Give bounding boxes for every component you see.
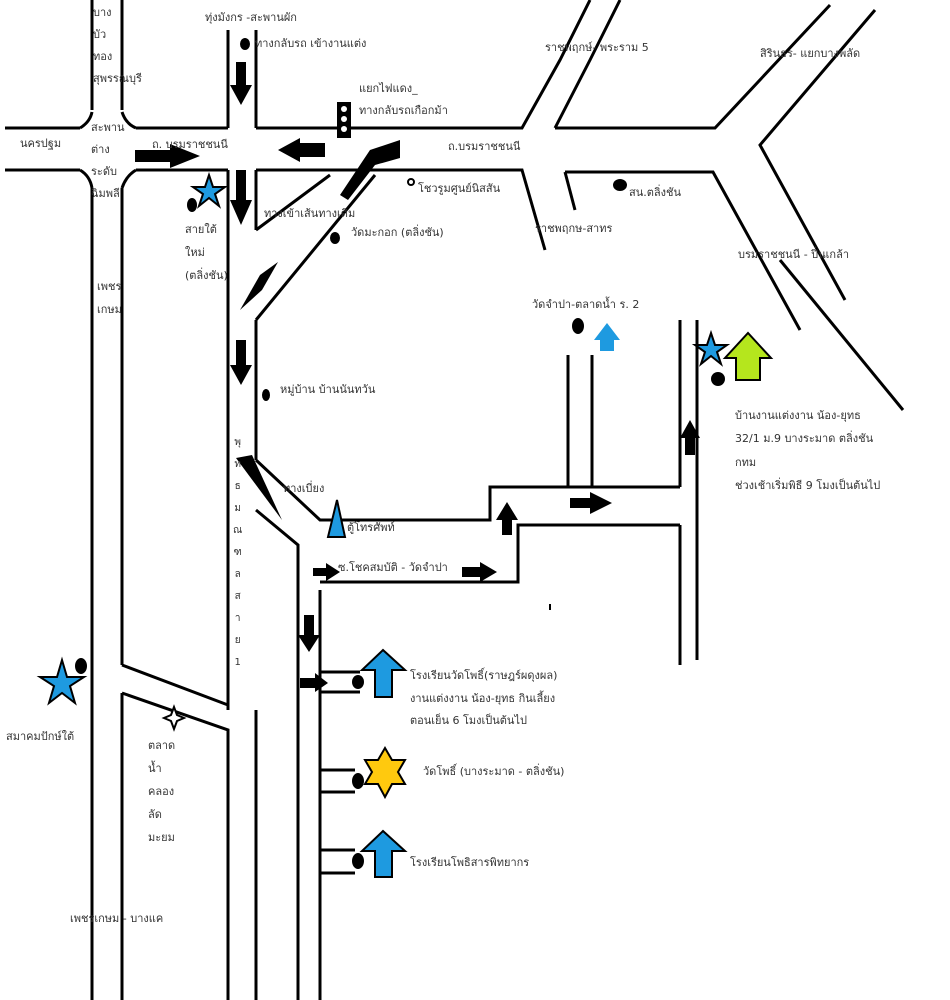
interchange-sw-curve — [79, 168, 94, 189]
location-dot-icon — [262, 389, 270, 401]
arrow-diversion-icon — [236, 455, 282, 520]
location-dot-icon — [330, 232, 340, 244]
label-khlong-lat-mayom-market: ตลาด น้ำ คลอง ลัด มะยม — [148, 739, 176, 844]
label-phetkasem-bang-khae: เพชรเกษม - บางแค — [70, 912, 164, 925]
label-ban-nanthawan: หมู่บ้าน บ้านนันทวัน — [280, 383, 376, 396]
wedding-house-arrow-icon — [722, 331, 774, 381]
blue-star-icon — [36, 656, 88, 706]
label-diversion: ทางเบี่ยง — [283, 482, 325, 495]
label-interchange-bridge: สะพาน ต่าง ระดับ ฉิมพลี — [91, 121, 125, 200]
arrow-right-icon — [313, 563, 340, 581]
tick-mark — [549, 604, 551, 610]
label-traffic-light-junction: แยกไฟแดง_ — [359, 82, 418, 95]
label-wat-champa-market: วัดจำปา-ตลาดน้ำ ร. 2 — [532, 298, 640, 311]
showroom-ring-icon — [407, 178, 415, 186]
road-boromma-north-edge-far — [555, 3, 832, 130]
location-dot-icon — [352, 773, 364, 789]
label-school-wat-pho-line1: โรงเรียนวัดโพธิ์(ราษฎร์ผดุงผล) — [410, 669, 558, 682]
label-borommaratchachonnani-east: ถ.บรมราชชนนี — [448, 140, 521, 153]
label-nissan-showroom: โชวรูมศูนย์นิสสัน — [418, 182, 501, 195]
label-phone-booth: ตู้โทรศัพท์ — [347, 521, 395, 534]
road-boromma-south-edge-east — [256, 168, 547, 251]
label-phetkasem: เพชร เกษม — [97, 280, 122, 316]
wat-pho-star-icon — [363, 746, 407, 800]
arrow-curve-icon — [240, 262, 278, 310]
market-sparkle-icon — [161, 704, 187, 732]
traffic-light-icon — [337, 102, 351, 138]
road-ratchaphruek-sathorn-west — [563, 171, 577, 211]
label-school-phothisan: โรงเรียนโพธิสารพิทยากร — [410, 856, 530, 869]
label-borommaratchachonnani-west: ถ. บรมราชชนนี — [152, 138, 228, 151]
label-wedding-house-line3: กทม — [735, 456, 757, 469]
label-school-wat-pho-line3: ตอนเย็น 6 โมงเป็นต้นไป — [410, 714, 527, 727]
road-diversion-north — [254, 458, 680, 522]
road-lat-mayom-south — [121, 691, 230, 1000]
label-phutthamonthon: พุ ท ธ ม ณ ฑ ล ส า ย 1 — [233, 437, 243, 668]
label-school-wat-pho-line2: งานแต่งงาน น้อง-ยุทธ กินเลี้ยง — [410, 692, 556, 705]
school-phothisan-arrow-icon — [359, 829, 408, 878]
arrow-down-icon — [230, 340, 252, 385]
label-return-route-wedding: ทางกลับรถ เข้างานแต่ง — [255, 37, 367, 50]
label-thung-mangkon: ทุ่งมังกร -สะพานผัก — [205, 11, 297, 24]
location-dot-icon — [352, 853, 364, 869]
arrow-right-icon — [300, 673, 328, 692]
arrow-up-icon — [496, 502, 518, 535]
label-wedding-house-line1: บ้านงานแต่งงาน น้อง-ยุทธ — [735, 409, 861, 422]
label-boromma-pinklao: บรมราชชนนี - ปิ่นเกล้า — [738, 248, 849, 261]
road-lat-mayom-north — [121, 663, 229, 707]
label-wedding-house-line2: 32/1 ม.9 บางระมาด ตลิ่งชัน — [735, 432, 874, 445]
arrow-right-icon — [462, 562, 497, 582]
label-southern-bird-association: สมาคมปักษ์ใต้ — [6, 730, 75, 743]
blue-star-icon — [691, 329, 731, 367]
arrow-up-icon — [680, 420, 700, 455]
label-new-southern-terminal: สายใต้ ใหม่ (ตลิ่งชัน) — [185, 223, 228, 282]
location-dot-icon — [240, 38, 250, 50]
arrow-left-icon — [278, 138, 325, 162]
road-boromma-north-edge-east2 — [553, 0, 622, 129]
label-old-route-entrance: ทางเข้าเส้นทางเดิม — [264, 207, 356, 220]
location-dot-icon — [613, 179, 627, 191]
road-diversion-south — [255, 508, 300, 1000]
label-wedding-house-line4: ช่วงเช้าเริ่มพิธี 9 โมงเป็นต้นไป — [735, 479, 881, 492]
arrow-curve-icon — [340, 140, 400, 200]
arrow-down-icon — [298, 615, 320, 652]
road-soi-chok-sombat-main — [320, 523, 680, 584]
arrow-down-icon — [230, 62, 252, 105]
school-wat-pho-arrow-icon — [359, 648, 408, 698]
label-sirindhorn-bang-phlat: สิรินธร- แยกบางพลัด — [760, 47, 861, 60]
label-soi-chok-sombat: ซ.โชคสมบัติ - วัดจำปา — [338, 561, 448, 574]
label-nakhon-pathom: นครปฐม — [20, 137, 62, 150]
label-ratchaphruek-rama5: ราชพฤกษ์- พระราม 5 — [545, 41, 649, 54]
location-dot-icon — [572, 318, 584, 334]
road-boromma-north-edge-east — [256, 0, 592, 130]
location-dot-icon — [187, 198, 197, 212]
phone-booth-icon — [326, 499, 347, 538]
arrow-right-icon — [570, 492, 612, 514]
road-pinklao-west — [778, 259, 905, 411]
interchange-ne-curve — [120, 111, 137, 130]
road-ratchaphruek-sathorn-east — [565, 170, 802, 331]
arrow-down-icon — [230, 170, 252, 225]
label-taling-chan-district: สน.ตลิ่งชัน — [629, 186, 681, 199]
label-return-route-kiak-ma: ทางกลับรถเกือกม้า — [359, 104, 448, 117]
wat-champa-arrow-icon — [594, 323, 620, 351]
location-dot-icon — [352, 675, 364, 689]
interchange-se-curve — [120, 168, 137, 189]
blue-star-icon — [189, 171, 229, 209]
road-sirindhorn-east-edge — [758, 9, 877, 301]
interchange-nw-curve — [79, 111, 94, 130]
label-ratchaphruek-sathorn: ราชพฤกษ-สาทร — [535, 222, 613, 235]
label-wat-pho: วัดโพธิ์ (บางระมาด - ตลิ่งชัน) — [423, 765, 565, 778]
road-old-route-south — [254, 174, 377, 321]
arrow-right-icon — [135, 144, 200, 168]
location-dot-icon — [711, 372, 725, 386]
location-dot-icon — [75, 658, 87, 674]
label-bang-bua-thong: บาง บัว ทอง สุพรรณบุรี — [93, 6, 142, 85]
road-old-route-north — [255, 173, 331, 232]
label-wat-makok: วัดมะกอก (ตลิ่งชัน) — [351, 226, 444, 239]
